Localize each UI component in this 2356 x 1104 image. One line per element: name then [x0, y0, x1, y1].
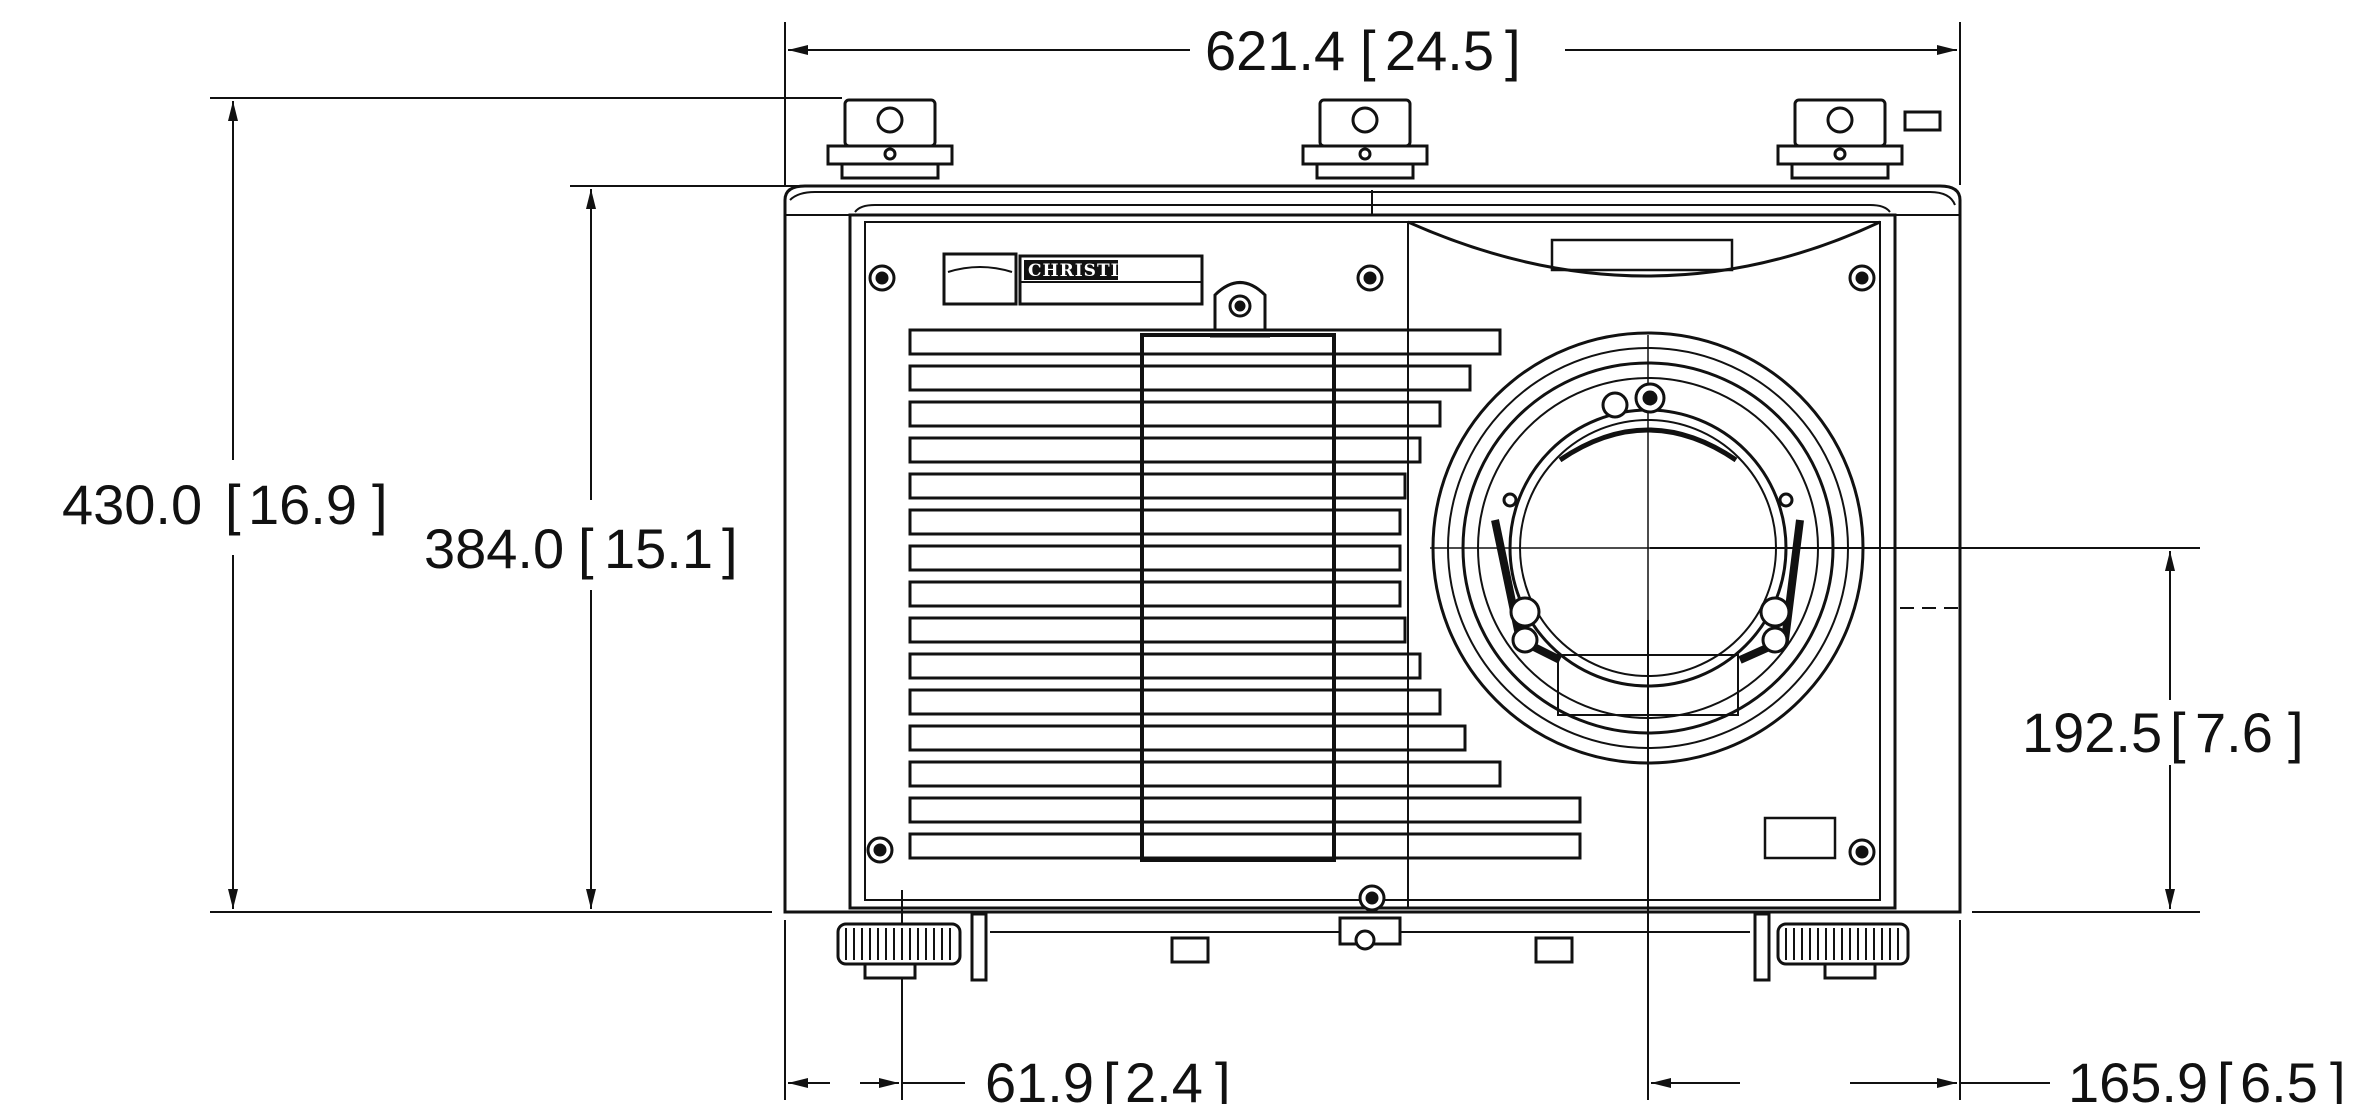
vent-slat	[908, 328, 1502, 356]
vent-slat	[908, 544, 1402, 572]
vent-slat	[908, 364, 1472, 392]
body-height-bracket-open: [	[578, 517, 594, 580]
rigging-foot-base-left	[840, 162, 940, 180]
vent-slat	[908, 508, 1402, 536]
left-foot-offset-inches: 2.4	[1125, 1051, 1203, 1104]
bottom-lifting-point	[1358, 884, 1386, 912]
rigging-foot-pin-left	[876, 106, 904, 134]
lens-offset-bracket-close: ]	[2330, 1051, 2346, 1104]
rigging-foot-base-center	[1315, 162, 1415, 180]
vent-slat	[908, 472, 1407, 500]
foot-grip-ridges	[845, 928, 1899, 960]
vent-slat	[908, 688, 1442, 716]
body-height-inches: 15.1	[604, 517, 713, 580]
overall-width-inches: 24.5	[1385, 19, 1494, 82]
dimension-lens-offset	[1647, 620, 2050, 1100]
rigging-latch-handle	[1903, 110, 1942, 132]
overall-width-value: 621.4	[1205, 19, 1345, 82]
overall-height-value: 430.0	[62, 473, 202, 536]
top-panel-arc	[1407, 220, 1881, 278]
rigging-foot-base-right	[1790, 162, 1890, 180]
overall-width-bracket-close: ]	[1505, 19, 1521, 82]
vent-slat	[908, 616, 1407, 644]
vent-slat	[908, 796, 1582, 824]
left-foot-offset-value: 61.9	[985, 1051, 1094, 1104]
lens-height-bracket-open: [	[2170, 701, 2186, 764]
vent-grille	[908, 328, 1582, 862]
left-foot-offset-bracket-close: ]	[1215, 1051, 1231, 1104]
overall-width-bracket-open: [	[1360, 19, 1376, 82]
lens-offset-bracket-open: [	[2217, 1051, 2233, 1104]
vent-slat	[908, 832, 1582, 860]
dimension-overall-width	[784, 22, 1961, 185]
vent-slat	[908, 436, 1422, 464]
overall-height-bracket-close: ]	[372, 473, 388, 536]
vent-slat	[908, 400, 1442, 428]
lens-height-inches: 7.6	[2195, 701, 2273, 764]
rigging-foot-pin-center	[1351, 106, 1379, 134]
rigging-foot-bolt-right	[1833, 147, 1847, 161]
dimension-left-foot-offset	[784, 890, 965, 1100]
rigging-foot-pin-right	[1826, 106, 1854, 134]
rigging-foot-bolt-left	[883, 147, 897, 161]
brand-logo-text: CHRISTIE	[1028, 261, 1134, 281]
lens-mount	[1430, 331, 1900, 765]
lens-mount-fasteners	[1502, 382, 1794, 654]
brand-logo-block: CHRISTIE	[942, 252, 1204, 306]
lens-height-value: 192.5	[2022, 701, 2162, 764]
lens-offset-value: 165.9	[2068, 1051, 2208, 1104]
top-lifting-eye	[1210, 281, 1270, 338]
top-rigging-feet	[826, 98, 1942, 180]
body-height-bracket-close: ]	[722, 517, 738, 580]
top-display-window	[1550, 238, 1734, 272]
lens-offset-inches: 6.5	[2240, 1051, 2318, 1104]
rigging-foot-bolt-center	[1358, 147, 1372, 161]
overall-height-inches: 16.9	[248, 473, 357, 536]
overall-height-bracket-open: [	[225, 473, 241, 536]
status-window	[1763, 816, 1837, 860]
bottom-feet	[836, 912, 1910, 982]
left-foot-offset-bracket-open: [	[1103, 1051, 1119, 1104]
body-height-value: 384.0	[424, 517, 564, 580]
vent-slat	[908, 760, 1502, 788]
vent-slat	[908, 724, 1467, 752]
vent-slat	[908, 652, 1422, 680]
vent-center-frame	[1140, 333, 1336, 862]
dimension-body-height	[570, 185, 828, 913]
panel-screws	[866, 264, 1876, 866]
lens-height-bracket-close: ]	[2288, 701, 2304, 764]
vent-slat	[908, 580, 1402, 608]
